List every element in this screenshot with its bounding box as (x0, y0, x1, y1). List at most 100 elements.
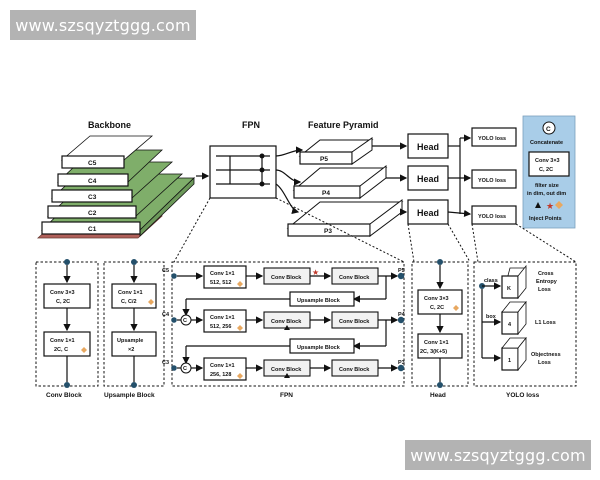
fpn-input-c3: C3 (162, 360, 169, 366)
fpn-detail: C5 C4 C3 P5 P4 P3 Conv 1×1 512, 512 Conv… (162, 261, 406, 399)
loss-branch-box: box (486, 314, 497, 320)
head-label-2: Head (417, 174, 439, 184)
legend-inject-label: Inject Points (529, 216, 562, 222)
conv-block-conv1-title: Conv 1×1 (50, 338, 75, 344)
fpn-upsample-2-label: Upsample Block (297, 345, 341, 351)
fpn-row1-conv (203, 265, 247, 289)
head-detail-conv3-title: Conv 3×3 (424, 296, 449, 302)
inject-star-icon: ★ (546, 201, 554, 211)
backbone-layer-c5 (61, 155, 125, 169)
fpn-detail-caption: FPN (280, 392, 293, 399)
backbone-label-c4: C4 (88, 178, 97, 185)
inject-star-row1: ★ (312, 268, 319, 277)
watermark-top: www.szsqyztggg.com (10, 10, 196, 40)
upsample-block-conv1-sub: C, C/2 (121, 299, 137, 305)
upsample-block-caption: Upsample Block (104, 392, 155, 399)
fpn-row2-block-a-label: Conv Block (271, 319, 302, 325)
loss-name-l1: L1 Loss (535, 320, 556, 326)
legend-conv-sub: C, 2C (539, 167, 553, 173)
upsample-block-detail: Conv 1×1 C, C/2 Upsample ×2 Upsample Blo… (103, 259, 165, 399)
svg-text:C: C (183, 366, 187, 372)
backbone-layer-c3 (51, 189, 133, 203)
loss-name-ce-2: Entropy (536, 279, 558, 285)
conv-block-conv3-sub: C, 2C (56, 299, 70, 305)
fpn-title: FPN (242, 120, 260, 130)
upsample-block-upsample-title: Upsample (117, 338, 143, 344)
pyramid-label-p3: P3 (324, 228, 332, 235)
loss-branch-class: class (484, 278, 498, 284)
head-detail-conv3-sub: C, 2C (430, 305, 444, 311)
upsample-block-upsample (111, 331, 157, 357)
fpn-row3-conv (203, 357, 247, 381)
loss-name-obj-1: Objectness (531, 352, 561, 358)
loss-detail: class box K 4 1 Cross Entropy Loss L1 Lo… (473, 261, 577, 399)
loss-slab-k-label: K (507, 286, 511, 292)
svg-text:C: C (183, 318, 187, 324)
head-label-3: Head (417, 208, 439, 218)
loss-slab-1-label: 1 (508, 358, 511, 364)
upsample-point-icon (535, 202, 541, 208)
head-box-1 (407, 133, 449, 159)
legend-concat-symbol: C (546, 126, 551, 133)
head-detail-conv3 (417, 289, 463, 315)
fpn-row2-conv-title: Conv 1×1 (210, 315, 235, 321)
loss-detail-frame (473, 261, 577, 387)
loss-name-ce-1: Cross (538, 271, 554, 277)
fpn-upsample-1-label: Upsample Block (297, 298, 341, 304)
head-label-1: Head (417, 142, 439, 152)
conv-block-conv3-title: Conv 3×3 (50, 290, 75, 296)
head-detail-conv1-sub: 2C, 3(K+5) (420, 349, 447, 355)
legend-conv-title: Conv 3×3 (535, 158, 560, 164)
fpn-row1-conv-sub: 512, 512 (210, 280, 231, 286)
fpn-input-c4: C4 (162, 312, 170, 318)
fpn-row1-block-b-label: Conv Block (339, 275, 370, 281)
legend-conv-box (528, 151, 570, 177)
head-detail: Conv 3×3 C, 2C Conv 1×1 2C, 3(K+5) Head (411, 259, 469, 399)
zoom-connectors (173, 197, 577, 263)
upsample-block-upsample-sub: ×2 (128, 347, 134, 353)
fpn-overview-box (209, 145, 277, 199)
yolo-loss-column: YOLO loss YOLO loss YOLO loss (471, 127, 517, 225)
loss-detail-caption: YOLO loss (506, 392, 540, 399)
legend-note-1: filter size (535, 183, 559, 189)
loss-name-obj-2: Loss (538, 360, 551, 366)
fpn-output-p4: P4 (398, 312, 406, 318)
loss-slab-4-label: 4 (508, 322, 512, 328)
backbone-layer-c2 (47, 205, 137, 219)
yolo-loss-box-1 (471, 127, 517, 147)
yolo-loss-label-3: YOLO loss (478, 214, 506, 220)
fpn-output-p5: P5 (398, 268, 405, 274)
fpn-row3-conv-sub: 256, 128 (210, 372, 231, 378)
backbone-label-c3: C3 (88, 194, 97, 201)
head-box-2 (407, 165, 449, 191)
fpn-row3-block-b-label: Conv Block (339, 367, 370, 373)
feature-pyramid: P5 P4 P3 (286, 137, 404, 237)
backbone-label-c2: C2 (88, 210, 97, 217)
fpn-row2-block-b-label: Conv Block (339, 319, 370, 325)
backbone-layer-c4 (57, 173, 129, 187)
upsample-block-conv1-title: Conv 1×1 (118, 290, 143, 296)
loss-name-ce-3: Loss (538, 287, 551, 293)
backbone-label-c5: C5 (88, 160, 97, 167)
fpn-output-p3: P3 (398, 360, 405, 366)
fpn-row3-block-a-label: Conv Block (271, 367, 302, 373)
yolo-loss-box-2 (471, 169, 517, 189)
head-detail-caption: Head (430, 392, 446, 399)
yolo-loss-label-2: YOLO loss (478, 178, 506, 184)
watermark-bottom: www.szsqyztggg.com (405, 440, 591, 470)
fpn-detail-frame (171, 261, 405, 387)
fpn-input-c5: C5 (162, 268, 169, 274)
legend-concat-label: Concatenate (530, 140, 563, 146)
legend-concat-icon (542, 121, 556, 135)
fpn-row2-conv-sub: 512, 256 (210, 324, 231, 330)
head-to-loss-lines (447, 134, 472, 218)
head-detail-conv1-title: Conv 1×1 (424, 340, 449, 346)
upsample-block-conv1 (111, 283, 157, 309)
backbone-title: Backbone (88, 120, 131, 130)
backbone-layer-c1 (41, 221, 141, 235)
conv-block-caption: Conv Block (46, 392, 82, 399)
head-box-3 (407, 199, 449, 225)
pyramid-label-p5: P5 (320, 156, 328, 163)
conv-block-detail: Conv 3×3 C, 2C Conv 1×1 2C, C Conv Block (35, 259, 99, 399)
backbone-stack: C1 C2 C3 C4 C5 (36, 135, 195, 239)
